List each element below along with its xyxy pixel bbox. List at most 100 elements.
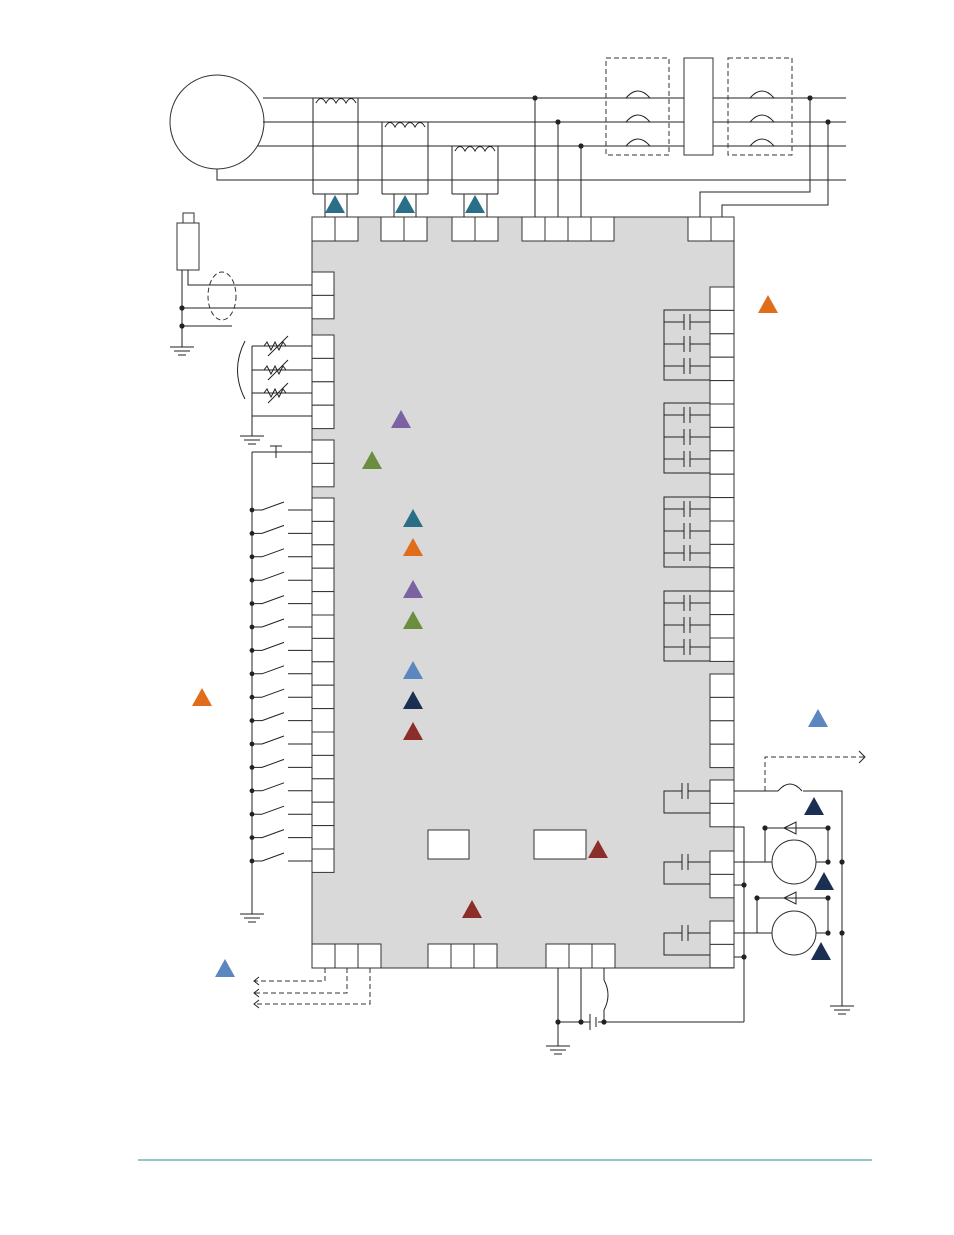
terminal [450, 943, 475, 969]
terminal [311, 614, 335, 639]
input-switch [252, 595, 312, 605]
terminal [311, 801, 335, 827]
junction-dot [249, 531, 255, 536]
terminal [687, 216, 712, 242]
contact-inputs [240, 445, 312, 923]
junction-dot [249, 741, 255, 747]
input-switch [252, 524, 312, 534]
marker-triangle-orange [403, 538, 423, 556]
input-switch [252, 688, 312, 698]
reference-markers [192, 195, 834, 977]
internal-module-right [533, 829, 587, 860]
terminal [709, 943, 735, 969]
marker-triangle-navy [403, 691, 423, 709]
terminal [311, 637, 335, 663]
terminal [709, 450, 735, 475]
terminal [709, 590, 735, 616]
terminal [357, 943, 382, 969]
terminal [311, 404, 335, 430]
relay-contact [664, 336, 710, 352]
terminal [710, 216, 735, 242]
terminal [709, 497, 735, 522]
communication-ports [253, 968, 371, 1009]
terminal [311, 216, 336, 242]
relay-contact [664, 429, 710, 445]
terminal [311, 943, 336, 969]
terminal [311, 462, 335, 488]
junction-dot [249, 858, 255, 864]
junction-dot [249, 835, 255, 840]
input-switch [252, 571, 312, 581]
terminal [334, 216, 359, 242]
terminal [311, 544, 335, 569]
relay-contact [664, 639, 710, 655]
junction-dot [249, 554, 255, 560]
terminal [709, 802, 735, 828]
terminal [521, 216, 546, 242]
junction-dot [249, 577, 255, 583]
junction-dot [249, 648, 255, 653]
marker-triangle-blue [215, 959, 235, 977]
terminal [311, 731, 335, 756]
marker-triangle-green [362, 451, 382, 469]
terminal [709, 779, 735, 804]
terminal [545, 943, 570, 969]
output-devices [734, 750, 866, 1022]
terminal [591, 943, 616, 969]
ground-symbol [240, 913, 264, 923]
terminal-blocks [311, 194, 735, 969]
terminal [568, 943, 593, 969]
relay-contact [664, 617, 710, 633]
marker-triangle-teal [465, 195, 485, 213]
terminal [311, 520, 335, 546]
terminal [709, 309, 735, 335]
terminal [590, 216, 615, 242]
terminal [311, 334, 335, 359]
input-switch [252, 735, 312, 745]
input-switch [252, 548, 312, 558]
terminal [311, 294, 335, 320]
marker-triangle-green [403, 611, 423, 629]
power-supply [546, 968, 744, 1055]
terminal [311, 848, 335, 873]
input-switch [252, 782, 312, 792]
relay-contact [664, 358, 710, 374]
marker-triangle-orange [758, 295, 778, 313]
terminal [403, 216, 428, 242]
terminal [709, 543, 735, 569]
terminal [709, 614, 735, 639]
relay-contact [664, 314, 710, 330]
input-switch [252, 805, 312, 815]
controller-panel [311, 216, 735, 969]
terminal [311, 567, 335, 593]
marker-triangle-blue [808, 709, 828, 727]
terminal [474, 216, 499, 242]
terminal [709, 873, 735, 899]
generator-symbol [169, 74, 265, 170]
terminal [709, 403, 735, 428]
relay-contact [664, 407, 710, 423]
relay-contact [663, 783, 710, 814]
terminal [709, 637, 735, 662]
terminal [709, 356, 735, 382]
input-switch [252, 501, 312, 511]
terminal [311, 708, 335, 733]
junction-dot [249, 718, 255, 723]
terminal [709, 286, 735, 311]
terminal [311, 271, 335, 296]
terminal [709, 380, 735, 405]
terminal [311, 778, 335, 803]
marker-triangle-red [462, 900, 482, 918]
terminal [311, 497, 335, 522]
terminal [311, 754, 335, 780]
input-switch [252, 758, 312, 768]
marker-triangle-navy [804, 797, 824, 815]
terminal [709, 333, 735, 358]
terminal [709, 426, 735, 452]
relay-contact [663, 854, 710, 885]
terminal [709, 696, 735, 722]
terminal [709, 850, 735, 875]
input-switch [252, 829, 312, 839]
terminal [311, 825, 335, 850]
